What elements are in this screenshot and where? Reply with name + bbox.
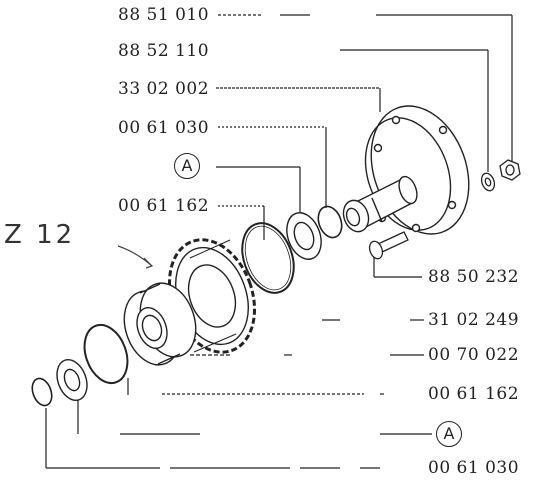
part-label-00-61-162-upper: 00 61 162 — [118, 196, 210, 216]
part-label-88-52-110: 88 52 110 — [118, 41, 210, 61]
part-label-31-02-249: 31 02 249 — [428, 310, 520, 330]
circlip-lower — [83, 323, 129, 385]
handwritten-note: Z 12 — [4, 220, 76, 250]
callout-a-lower: A — [436, 421, 462, 447]
circlip-small-lower — [31, 377, 53, 407]
part-label-33-02-002: 33 02 002 — [118, 79, 210, 99]
bolt — [368, 231, 409, 260]
washer-lower — [56, 358, 88, 402]
part-label-88-50-232: 88 50 232 — [428, 267, 520, 287]
part-label-00-61-030-lower: 00 61 030 — [428, 458, 520, 478]
part-label-88-51-010: 88 51 010 — [118, 5, 210, 25]
handwritten-arrow — [117, 245, 154, 269]
callout-a-upper: A — [174, 153, 200, 179]
circlip-large — [241, 222, 295, 294]
spacer-ring — [286, 212, 322, 260]
nut — [499, 159, 521, 181]
hub-shaft — [342, 175, 418, 233]
leader-lines — [45, 14, 513, 469]
washer-small — [480, 172, 496, 192]
bearing — [123, 282, 197, 366]
part-label-00-61-162-lower: 00 61 162 — [428, 384, 520, 404]
circlip-upper — [317, 205, 343, 239]
part-label-00-70-022: 00 70 022 — [428, 345, 520, 365]
part-label-00-61-030-upper: 00 61 030 — [118, 118, 210, 138]
